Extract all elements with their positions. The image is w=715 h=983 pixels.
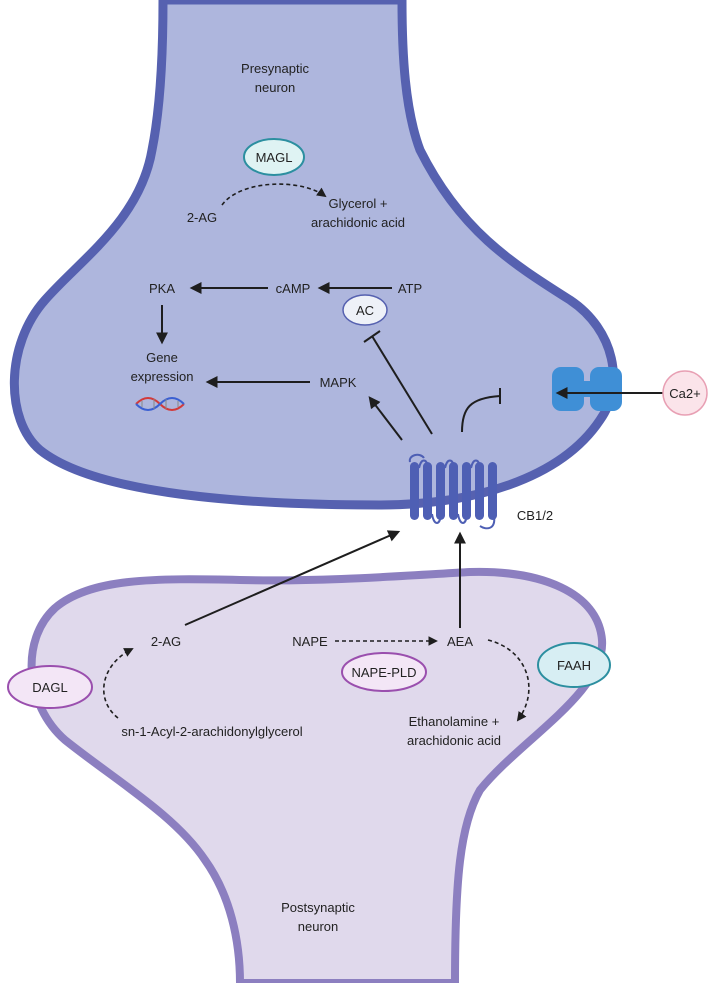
dagl-reaction-arrow — [103, 648, 134, 719]
mapk-label: MAPK — [320, 375, 357, 390]
two-ag-pre-label: 2-AG — [187, 210, 217, 225]
presynaptic-label-2: neuron — [255, 80, 295, 95]
faah-label: FAAH — [557, 658, 591, 673]
magl-reaction-arrow — [221, 183, 327, 206]
two-ag-post-label: 2-AG — [151, 634, 181, 649]
presynaptic-label: Presynaptic — [241, 61, 309, 76]
ac-enzyme — [342, 294, 388, 326]
ac-inhibition-bar — [363, 330, 381, 343]
sn1-label: sn-1-Acyl-2-arachidonylglycerol — [121, 724, 302, 739]
pka-label: PKA — [149, 281, 175, 296]
magl-enzyme — [243, 138, 305, 176]
ca2-ion — [662, 370, 708, 416]
receptor-inhibits-channel — [461, 395, 501, 433]
nape-pld-enzyme — [341, 652, 427, 692]
magl-label: MAGL — [256, 150, 293, 165]
dagl-label: DAGL — [32, 680, 67, 695]
postsynaptic-label: Postsynaptic — [281, 900, 355, 915]
receptor-inhibits-ac — [371, 335, 433, 435]
glycerol-label: Glycerol + — [329, 196, 388, 211]
aea-label: AEA — [447, 634, 473, 649]
ethanolamine-label-2: arachidonic acid — [407, 733, 501, 748]
atp-label: ATP — [398, 281, 422, 296]
dagl-enzyme — [7, 665, 93, 709]
postsynaptic-neuron-membrane — [27, 567, 607, 983]
dna-icon — [135, 397, 185, 411]
postsynaptic-label-2: neuron — [298, 919, 338, 934]
faah-reaction-arrow — [487, 639, 530, 722]
ca2-label: Ca2+ — [669, 386, 700, 401]
cb12-label: CB1/2 — [517, 508, 553, 523]
glycerol-label-2: arachidonic acid — [311, 215, 405, 230]
presynaptic-neuron-membrane — [9, 0, 618, 510]
gene-label: Gene — [146, 350, 178, 365]
ethanolamine-label: Ethanolamine + — [409, 714, 500, 729]
nape-label: NAPE — [292, 634, 328, 649]
camp-label: cAMP — [276, 281, 311, 296]
gene-label-2: expression — [131, 369, 194, 384]
two-ag-to-receptor-arrow — [184, 530, 401, 626]
receptor-to-mapk-arrow — [368, 396, 403, 441]
ac-label: AC — [356, 303, 374, 318]
cb-receptor-icon — [408, 453, 497, 530]
nape-pld-label: NAPE-PLD — [351, 665, 416, 680]
faah-enzyme — [537, 642, 611, 688]
calcium-channel-icon — [552, 367, 622, 411]
